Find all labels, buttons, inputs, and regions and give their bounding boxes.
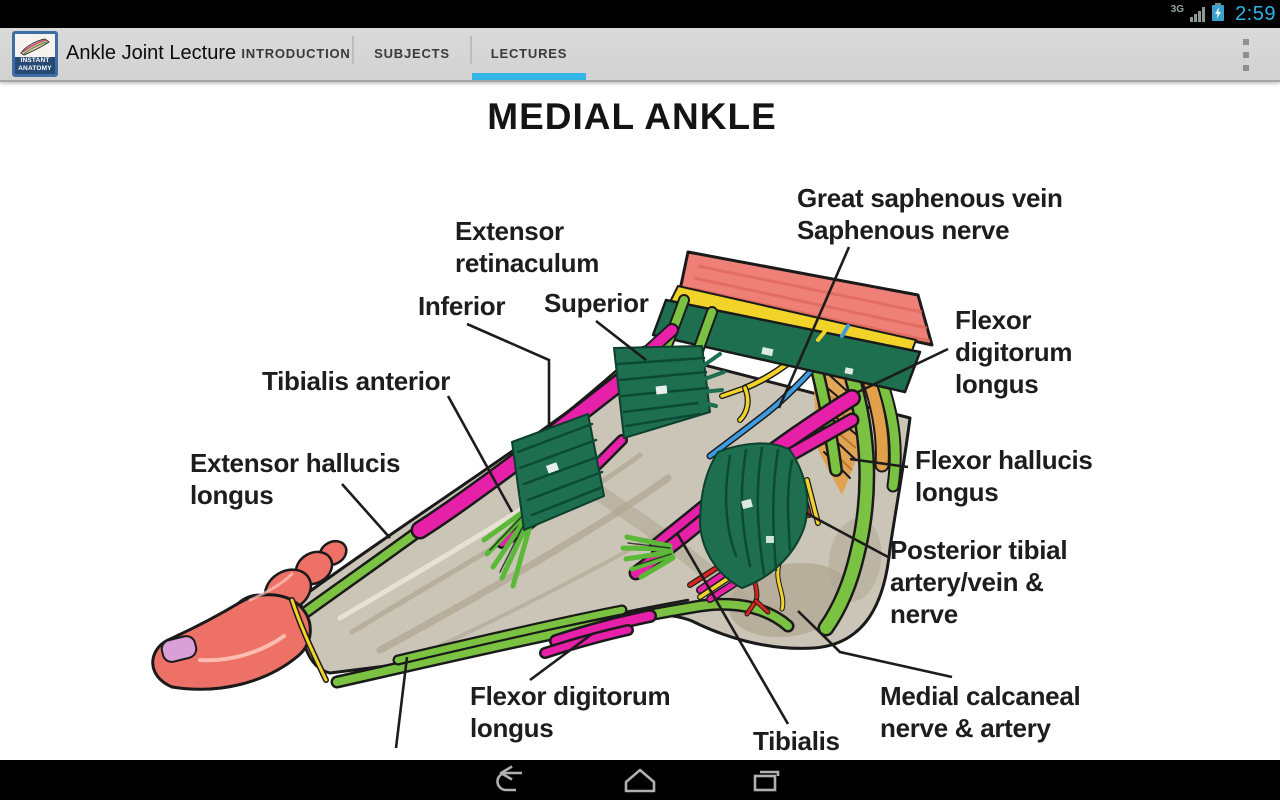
status-bar: 3G 2:59 (0, 0, 1280, 28)
tab-introduction[interactable]: INTRODUCTION (240, 28, 352, 80)
leader-lines (341, 246, 953, 749)
home-icon (624, 768, 656, 793)
selected-tab-underline (472, 73, 586, 80)
label-flexor-digitorum-longus-lower: Flexor digitorum longus (470, 681, 671, 743)
label-flexor-digitorum-longus-upper: Flexor digitorum longus (955, 305, 1073, 399)
app-icon-foot-thumbnail (15, 34, 55, 58)
recent-apps-button[interactable] (740, 764, 796, 796)
tab-subjects-label: SUBJECTS (374, 46, 450, 61)
page-title: Ankle Joint Lecture (66, 42, 237, 64)
status-icons: 3G 2:59 (1171, 0, 1276, 28)
network-type-indicator: 3G (1170, 3, 1185, 15)
app-icon-text: INSTANT ANATOMY (15, 57, 55, 74)
overflow-menu-icon[interactable] (1236, 39, 1256, 71)
label-tibialis-anterior: Tibialis anterior (262, 366, 451, 396)
navigation-bar (0, 760, 1280, 800)
home-button[interactable] (612, 764, 668, 796)
recent-apps-icon (753, 770, 780, 792)
label-inferior: Inferior (418, 291, 506, 321)
label-extensor-retinaculum: Extensor retinaculum (455, 216, 600, 278)
tab-divider (352, 36, 354, 64)
tab-introduction-label: INTRODUCTION (241, 46, 351, 61)
back-button[interactable] (484, 764, 540, 796)
label-extensor-hallucis-longus: Extensor hallucis longus (190, 448, 401, 510)
diagram-title: MEDIAL ANKLE (487, 96, 777, 137)
instant-anatomy-app-icon[interactable]: INSTANT ANATOMY (12, 31, 58, 77)
lecture-slide: MEDIAL ANKLE Great saphenous vein Saphen… (0, 80, 1280, 760)
label-superior: Superior (544, 288, 649, 318)
clock: 2:59 (1235, 2, 1276, 25)
label-great-saphenous-vein: Great saphenous vein Saphenous nerve (797, 183, 1063, 245)
tab-subjects[interactable]: SUBJECTS (354, 28, 470, 80)
signal-strength-icon (1190, 6, 1206, 22)
label-flexor-hallucis-longus: Flexor hallucis longus (915, 445, 1093, 507)
foot-illustration (151, 250, 934, 691)
tab-lectures-label: LECTURES (490, 46, 568, 61)
back-icon (496, 765, 522, 792)
tab-divider (470, 36, 472, 64)
battery-charging-icon (1211, 2, 1225, 27)
action-bar: INSTANT ANATOMY Ankle Joint Lecture INTR… (0, 28, 1280, 82)
label-posterior-tibial: Posterior tibial artery/vein & nerve (890, 535, 1068, 629)
medial-ankle-diagram (151, 246, 953, 749)
label-medial-calcaneal: Medial calcaneal nerve & artery (880, 681, 1081, 743)
label-tibialis: Tibialis (753, 726, 840, 756)
tab-lectures[interactable]: LECTURES (472, 28, 586, 80)
